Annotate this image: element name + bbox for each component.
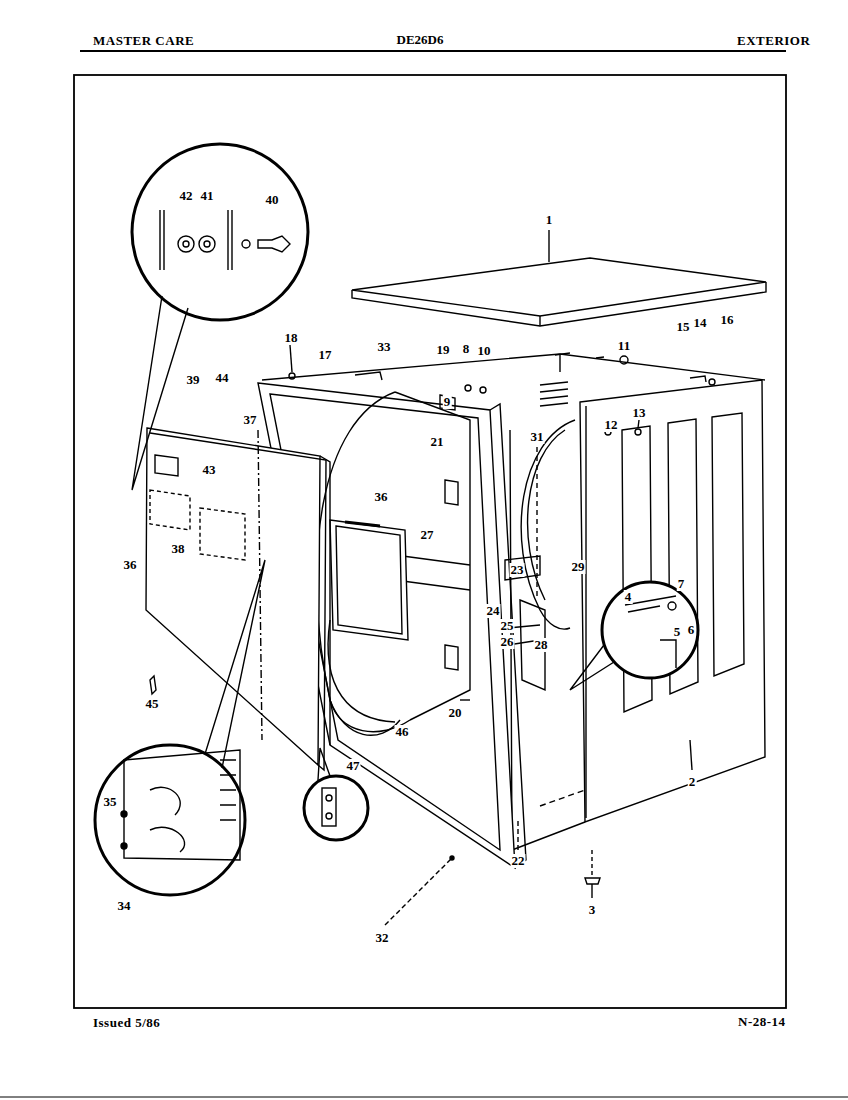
- header-text: MASTER CARE: [92, 34, 195, 48]
- callout-number: 22: [511, 854, 526, 868]
- callout-number: 47: [346, 759, 361, 773]
- callout-number: 37: [243, 413, 258, 427]
- callout-number: 13: [632, 406, 647, 420]
- callout-number: 6: [687, 623, 696, 637]
- callout-number: 45: [145, 697, 160, 711]
- header-text: N-28-14: [737, 1015, 787, 1029]
- callout-number: 9: [443, 395, 452, 409]
- callout-number: 40: [265, 193, 280, 207]
- callout-number: 33: [377, 340, 392, 354]
- callout-number: 44: [215, 371, 230, 385]
- header-text: Issued 5/86: [92, 1016, 161, 1030]
- callout-number: 19: [436, 343, 451, 357]
- callout-number: 39: [186, 373, 201, 387]
- callout-number: 31: [530, 430, 545, 444]
- callout-number: 17: [318, 348, 333, 362]
- callout-number: 15: [676, 320, 691, 334]
- callout-number: 10: [477, 344, 492, 358]
- callout-number: 5: [673, 625, 682, 639]
- callout-number: 27: [420, 528, 435, 542]
- callout-number: 1: [545, 213, 554, 227]
- callout-number: 11: [617, 339, 631, 353]
- callout-number: 24: [486, 604, 501, 618]
- callout-number: 16: [720, 313, 735, 327]
- callout-number: 34: [117, 899, 132, 913]
- callout-number: 29: [571, 560, 586, 574]
- header-text: DE26D6: [396, 33, 445, 47]
- callout-number: 36: [374, 490, 389, 504]
- callout-number: 23: [510, 563, 525, 577]
- header-text: EXTERIOR: [736, 34, 811, 48]
- callout-number: 42: [179, 189, 194, 203]
- callout-number: 25: [500, 619, 515, 633]
- callout-number: 14: [693, 316, 708, 330]
- callout-number: 7: [677, 577, 686, 591]
- callout-number: 4: [624, 590, 633, 604]
- callout-number: 41: [200, 189, 215, 203]
- callout-number: 36: [123, 558, 138, 572]
- callout-number: 20: [448, 706, 463, 720]
- callout-number: 43: [202, 463, 217, 477]
- callout-number: 2: [688, 775, 697, 789]
- callout-number: 46: [395, 725, 410, 739]
- callout-number: 26: [500, 635, 515, 649]
- callout-number: 3: [588, 903, 597, 917]
- callout-number: 35: [103, 795, 118, 809]
- callout-number: 18: [284, 331, 299, 345]
- callout-number: 28: [534, 638, 549, 652]
- callout-number: 12: [604, 418, 619, 432]
- callout-number: 32: [375, 931, 390, 945]
- callout-number: 8: [462, 342, 471, 356]
- callout-number: 21: [430, 435, 445, 449]
- callout-number: 38: [171, 542, 186, 556]
